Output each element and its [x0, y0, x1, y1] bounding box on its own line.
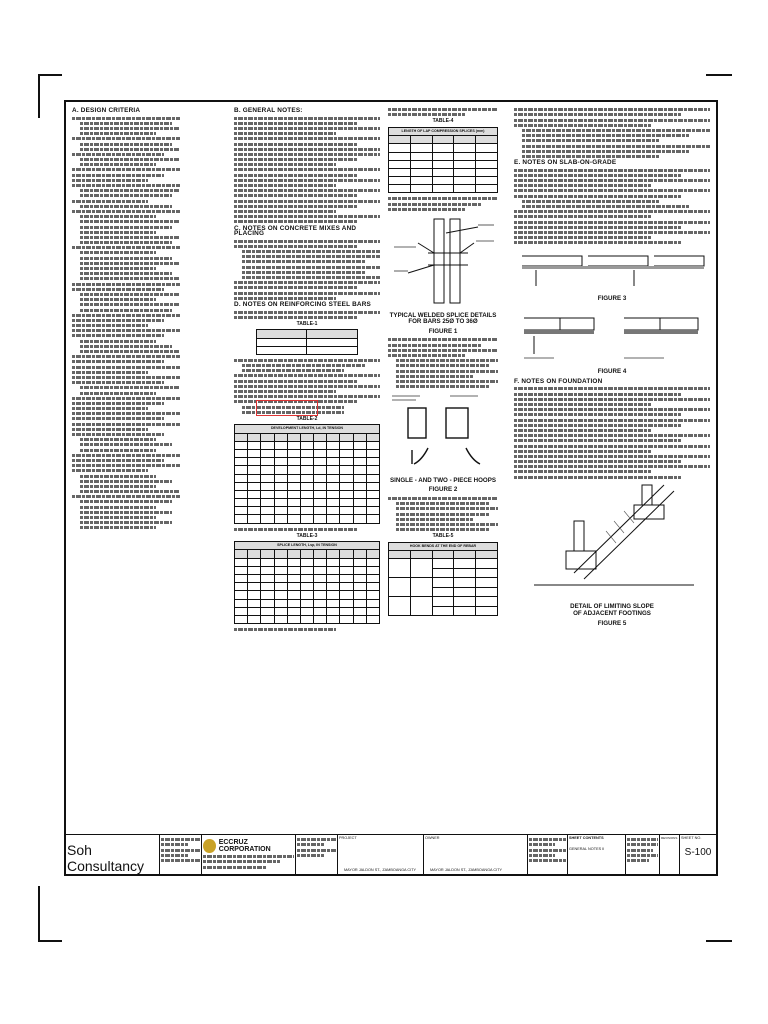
drawn-by-cell [528, 835, 568, 874]
table-subtitle: LENGTH OF LAP COMPRESSION SPLICES (mm) [388, 126, 498, 137]
signature-cell [160, 835, 202, 874]
consultant-name: Soh Consultancy Inc. [67, 842, 145, 874]
crop-mark [38, 74, 62, 76]
footing-slope-drawing [534, 484, 694, 586]
column-design-criteria: A. DESIGN CRITERIA [72, 106, 180, 532]
table-subtitle: HOOK BENDS AT THE END OF REBAR [388, 541, 498, 551]
crop-mark [38, 886, 40, 942]
hoop-drawing [392, 395, 481, 465]
consultant-cell: Soh Consultancy Inc. [66, 835, 160, 874]
section-heading: F. NOTES ON FOUNDATION [514, 377, 603, 385]
table-subtitle: DEVELOPMENT LENGTH, Ld, IN TENSION [234, 424, 380, 434]
column-slab-foundation: E. NOTES ON SLAB-ON-GRADE FIGURE 3 [514, 106, 710, 630]
figure-title: SINGLE - AND TWO - PIECE HOOPS [390, 476, 496, 484]
approval-cell [296, 835, 338, 874]
red-markup-highlight [256, 400, 318, 416]
figure-label: FIGURE 1 [428, 327, 458, 335]
sheet-number: S-100 [684, 847, 712, 858]
project-label: PROJECT [339, 836, 357, 840]
owner-cell: OWNER MAYOR JALDON ST., ZAMBOANGA CITY [424, 835, 528, 874]
figure-label: FIGURE 3 [597, 295, 627, 303]
table-caption: TABLE-2 [296, 415, 318, 422]
section-heading: B. GENERAL NOTES: [234, 107, 303, 114]
project-cell: PROJECT MAYOR JALDON ST., ZAMBOANGA CITY [338, 835, 424, 874]
crop-mark [706, 940, 732, 942]
owner-label: OWNER [425, 836, 440, 840]
sheet-number-cell: SHEET NO. S-100 [680, 835, 716, 874]
table-2: DEVELOPMENT LENGTH, Ld, IN TENSION [233, 424, 381, 524]
construction-joint-drawing [524, 317, 699, 359]
sheet-contents-label: SHEET CONTENTS [569, 836, 604, 840]
project-address: MAYOR JALDON ST., ZAMBOANGA CITY [344, 868, 417, 872]
company-name: ECCRUZ CORPORATION [218, 839, 271, 853]
revisions-label: REVISIONS [661, 836, 678, 840]
table-1 [255, 329, 359, 355]
section-heading: D. NOTES ON REINFORCING STEEL BARS [234, 300, 371, 308]
table-4: LENGTH OF LAP COMPRESSION SPLICES (mm) [388, 126, 498, 194]
figure-label: FIGURE 2 [428, 486, 458, 494]
sheet-contents: GENERAL NOTES II [569, 847, 605, 851]
table-caption: TABLE-1 [296, 320, 318, 327]
section-heading: E. NOTES ON SLAB-ON-GRADE [514, 159, 617, 167]
figure-label: FIGURE 5 [597, 619, 627, 627]
table-subtitle: SPLICE LENGTH, Lsp, IN TENSION [234, 541, 380, 551]
slab-joint-drawing [522, 255, 705, 287]
column-general-notes: B. GENERAL NOTES: C. NOTES ON CONCRETE M… [233, 106, 381, 633]
figure-title: FOR BARS 25Ø TO 36Ø [408, 318, 478, 326]
crop-mark [38, 74, 40, 118]
sheet-no-label: SHEET NO. [681, 836, 702, 840]
figure-label: FIGURE 4 [597, 368, 627, 376]
figure-title: DETAIL OF LIMITING SLOPE [570, 603, 654, 611]
drawing-sheet: A. DESIGN CRITERIA B. GENERAL NOTES: C. … [64, 100, 718, 876]
section-heading: A. DESIGN CRITERIA [72, 107, 141, 114]
figure-title: TYPICAL WELDED SPLICE DETAILS [389, 311, 497, 319]
column-figures-left: TABLE-4 LENGTH OF LAP COMPRESSION SPLICE… [388, 106, 498, 620]
notes-cell [626, 835, 660, 874]
table-3: SPLICE LENGTH, Lsp, IN TENSION [233, 541, 381, 625]
crop-mark [38, 940, 62, 942]
crop-mark [706, 74, 732, 76]
table-caption: TABLE-5 [432, 533, 454, 540]
figure-title: OF ADJACENT FOOTINGS [573, 610, 651, 617]
table-caption: TABLE-4 [432, 118, 454, 125]
section-heading: C. NOTES ON CONCRETE MIXES AND PLACING [234, 224, 357, 238]
owner-address: MAYOR JALDON ST., ZAMBOANGA CITY [430, 868, 503, 872]
sheet-contents-cell: SHEET CONTENTS GENERAL NOTES II [568, 835, 626, 874]
revisions-cell: REVISIONS [660, 835, 680, 874]
table-5: HOOK BENDS AT THE END OF REBAR [388, 541, 498, 617]
table-caption: TABLE-3 [296, 532, 318, 539]
title-block: Soh Consultancy Inc. ECCRUZ CORPORATION … [66, 834, 716, 874]
company-cell: ECCRUZ CORPORATION [202, 835, 296, 874]
welded-splice-drawing [394, 218, 494, 304]
company-logo [203, 839, 216, 853]
